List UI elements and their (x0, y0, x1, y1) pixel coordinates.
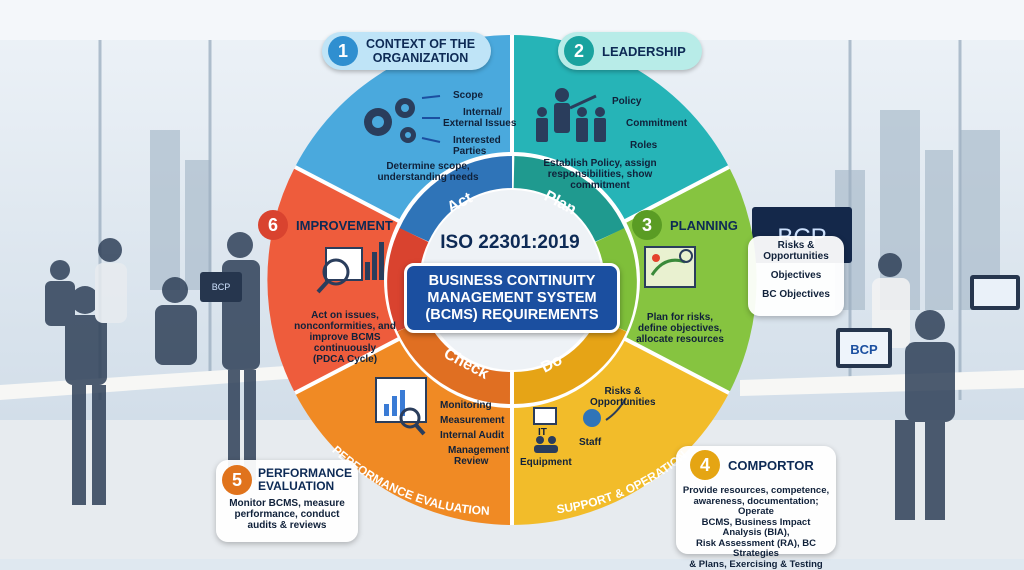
planning-items-card: Risks & Opportunities Objectives BC Obje… (748, 236, 844, 316)
context-desc-line: understanding needs (368, 172, 488, 183)
planning-desc-line: define objectives, (630, 323, 730, 334)
improvement-desc-line: (PDCA Cycle) (280, 354, 410, 365)
leadership-title-pill[interactable]: 2 LEADERSHIP (558, 32, 702, 70)
context-item-parties: Parties (453, 146, 516, 157)
bcms-title-line: BUSINESS CONTINUITY (407, 273, 617, 290)
section-number-3: 3 (632, 210, 662, 240)
support-it: IT (538, 427, 547, 438)
leadership-title: LEADERSHIP (602, 44, 686, 59)
context-title-line-2: ORGANIZATION (366, 51, 475, 65)
improvement-title: IMPROVEMENT (296, 218, 393, 233)
planning-item-risks: Risks & (754, 240, 838, 251)
performance-desc-line: Monitor BCMS, measure (222, 498, 352, 509)
bcms-title-line: MANAGEMENT SYSTEM (407, 290, 617, 307)
support-description: Provide resources, competence, awareness… (682, 486, 830, 570)
performance-card: 5 PERFORMANCE EVALUATION Monitor BCMS, m… (216, 460, 358, 542)
leadership-desc-line: commitment (540, 180, 660, 191)
support-item-risks: Risks & (590, 386, 656, 397)
context-item-internal: Internal/ (463, 107, 516, 118)
performance-item-management: Management (448, 445, 509, 456)
context-item-external: External Issues (443, 118, 516, 129)
planning-description: Plan for risks, define objectives, alloc… (630, 312, 730, 345)
performance-item-review: Review (454, 456, 509, 467)
performance-desc-line: performance, conduct (222, 509, 352, 520)
support-desc-line: BCMS, Business Impact Analysis (BIA), (682, 518, 830, 539)
improvement-description: Act on issues, nonconformities, and impr… (280, 310, 410, 365)
support-desc-line: & Plans, Exercising & Testing (682, 560, 830, 570)
section-number-1: 1 (328, 36, 358, 66)
performance-item-measurement: Measurement (440, 415, 509, 426)
planning-desc-line: allocate resources (630, 334, 730, 345)
improvement-desc-line: nonconformities, and (280, 321, 410, 332)
map-icon (645, 247, 695, 287)
improvement-desc-line: improve BCMS continuously (280, 332, 410, 354)
support-risks: Risks & Opportunities (590, 386, 656, 408)
section-number-6: 6 (258, 210, 288, 240)
leadership-desc-line: responsibilities, show (540, 169, 660, 180)
performance-item-monitoring: Monitoring (440, 400, 509, 411)
context-title-line-1: CONTEXT OF THE (366, 37, 475, 51)
support-item-opportunities: Opportunities (590, 397, 656, 408)
section-number-4: 4 (690, 450, 720, 480)
leadership-desc-line: Establish Policy, assign (540, 158, 660, 169)
leadership-items: Policy Commitment Roles (612, 96, 687, 151)
planning-item-objectives: Objectives (754, 270, 838, 281)
context-desc-line: Determine scope, (368, 161, 488, 172)
performance-description: Monitor BCMS, measure performance, condu… (222, 498, 352, 531)
improvement-desc-line: Act on issues, (280, 310, 410, 321)
support-title: COMPORTOR (728, 458, 814, 473)
context-item-interested: Interested (453, 135, 516, 146)
leadership-item-roles: Roles (630, 140, 687, 151)
bcms-title-line: (BCMS) REQUIREMENTS (407, 307, 617, 324)
support-item-it: IT (538, 427, 547, 438)
support-desc-line: Risk Assessment (RA), BC Strategies (682, 539, 830, 560)
context-description: Determine scope, understanding needs (368, 161, 488, 183)
section-number-2: 2 (564, 36, 594, 66)
leadership-item-policy: Policy (612, 96, 687, 107)
context-title-pill[interactable]: 1 CONTEXT OF THE ORGANIZATION (322, 32, 491, 70)
planning-title: PLANNING (670, 218, 738, 233)
improvement-title-pill[interactable]: 6 IMPROVEMENT (258, 210, 393, 240)
planning-item-opportunities: Opportunities (754, 251, 838, 262)
bcms-title-box: BUSINESS CONTINUITY MANAGEMENT SYSTEM (B… (404, 263, 620, 333)
support-item-staff: Staff (579, 437, 601, 448)
context-items: Scope Internal/ External Issues Interest… (443, 90, 516, 157)
performance-item-internal-audit: Internal Audit (440, 430, 509, 441)
planning-item-bc-objectives: BC Objectives (754, 289, 838, 300)
support-desc-line: awareness, documentation; Operate (682, 497, 830, 518)
planning-title-pill[interactable]: 3 PLANNING (632, 210, 738, 240)
iso-standard-label: ISO 22301:2019 (420, 232, 600, 254)
planning-desc-line: Plan for risks, (630, 312, 730, 323)
support-desc-line: Provide resources, competence, (682, 486, 830, 497)
section-number-5: 5 (222, 465, 252, 495)
performance-items: Monitoring Measurement Internal Audit Ma… (440, 400, 509, 467)
support-card: 4 COMPORTOR Provide resources, competenc… (676, 446, 836, 554)
performance-title-line-2: EVALUATION (258, 480, 352, 493)
performance-desc-line: audits & reviews (222, 520, 352, 531)
context-item-scope: Scope (453, 90, 516, 101)
leadership-item-commitment: Commitment (626, 118, 687, 129)
leadership-description: Establish Policy, assign responsibilitie… (540, 158, 660, 191)
support-item-equipment: Equipment (520, 457, 572, 468)
